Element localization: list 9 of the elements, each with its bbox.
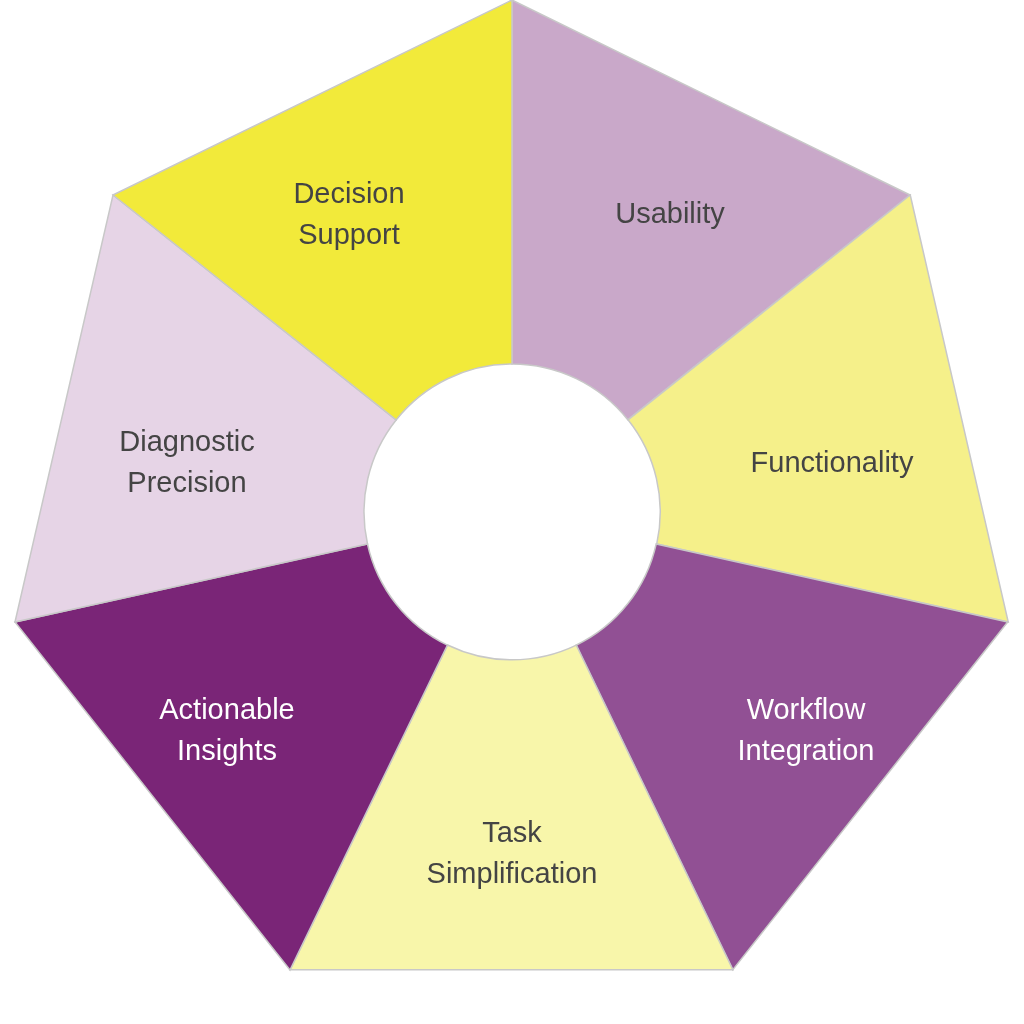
donut-segment bbox=[113, 0, 512, 420]
segment-label: Workflow Integration bbox=[736, 692, 876, 768]
segment-label: Task Simplification bbox=[425, 815, 599, 891]
segment-label: Diagnostic Precision bbox=[118, 424, 256, 500]
segment-label: Usability bbox=[614, 195, 726, 231]
donut-segment bbox=[512, 0, 910, 420]
segment-label: Actionable Insights bbox=[158, 692, 296, 768]
segment-label: Decision Support bbox=[292, 176, 406, 252]
segment-label: Functionality bbox=[749, 444, 915, 480]
